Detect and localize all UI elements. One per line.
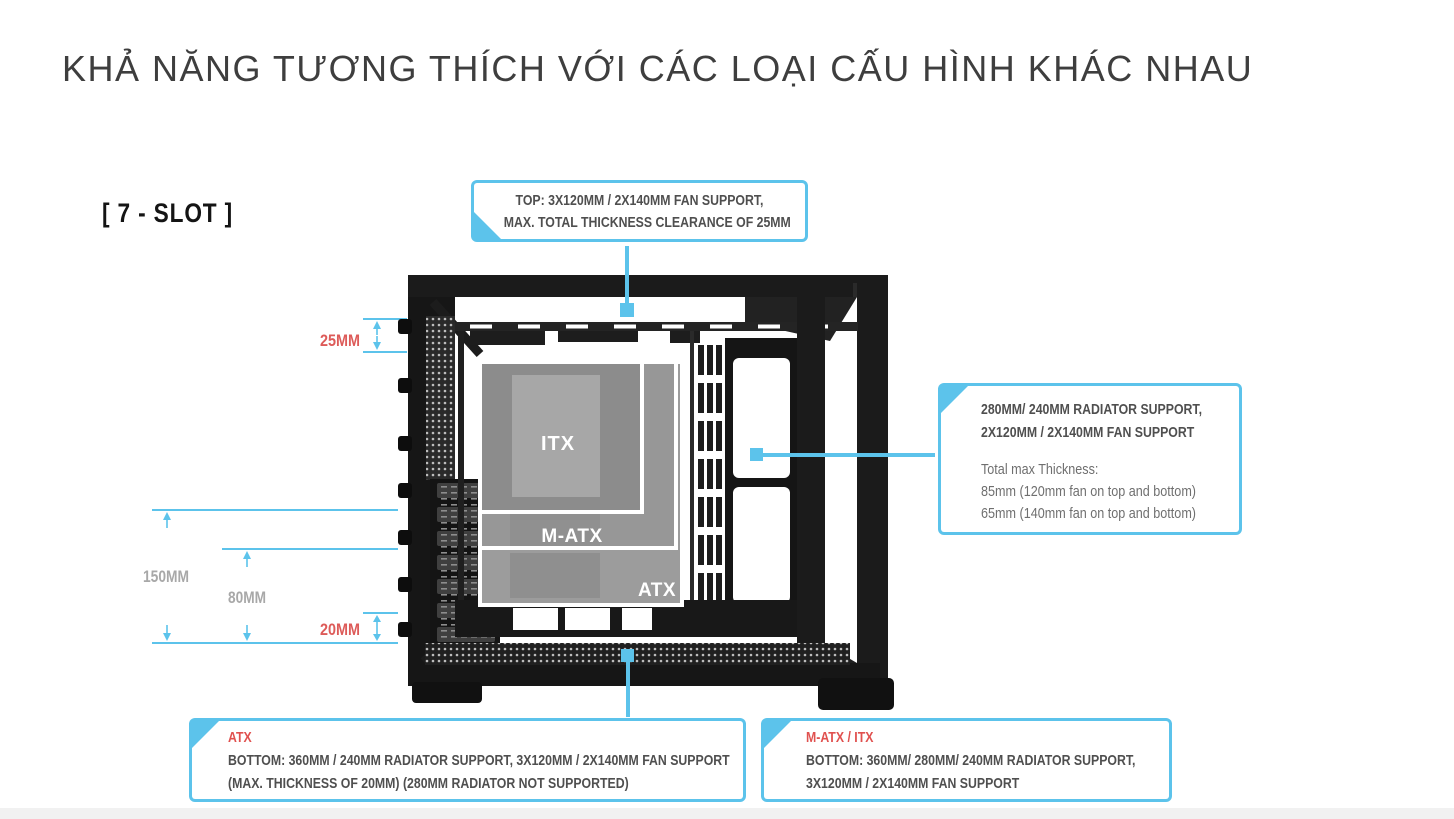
dimension-label-80mm: 80MM — [228, 588, 266, 607]
board-label-atx: ATX — [638, 580, 676, 601]
callout-right-line2: 2X120MM / 2X140MM FAN SUPPORT — [981, 424, 1195, 441]
dimension-label-150mm: 150MM — [143, 567, 189, 586]
board-label-matx: M-ATX — [541, 526, 602, 547]
callout-bottom-right-header: M-ATX / ITX — [806, 729, 874, 746]
callout-right-sub1: 85mm (120mm fan on top and bottom) — [981, 483, 1197, 500]
callout-right-sub2: 65mm (140mm fan on top and bottom) — [981, 505, 1197, 522]
board-label-itx: ITX — [541, 433, 575, 455]
dimension-label-20mm: 20MM — [320, 620, 360, 639]
callout-bottom-left-header: ATX — [228, 729, 252, 746]
page-title: KHẢ NĂNG TƯƠNG THÍCH VỚI CÁC LOẠI CẤU HÌ… — [62, 48, 1254, 89]
page-bottom-band — [0, 808, 1454, 819]
callout-bottom-right-line1: BOTTOM: 360MM/ 280MM/ 240MM RADIATOR SUP… — [806, 752, 1136, 769]
case-frame — [398, 275, 894, 710]
callout-connectors — [620, 246, 935, 717]
pc-case-diagram: 25MM 150MM 80MM 20MM — [143, 246, 935, 717]
callout-right-subtitle: Total max Thickness: — [981, 461, 1099, 478]
callout-top-line2: MAX. TOTAL THICKNESS CLEARANCE OF 25MM — [503, 214, 791, 231]
dimension-arrows — [163, 321, 381, 641]
callout-right-line1: 280MM/ 240MM RADIATOR SUPPORT, — [981, 401, 1202, 418]
callout-bottom-left-inner — [192, 721, 743, 799]
callout-bottom-right-line2: 3X120MM / 2X140MM FAN SUPPORT — [806, 775, 1020, 792]
callout-bottom-matx-itx: M-ATX / ITX BOTTOM: 360MM/ 280MM/ 240MM … — [761, 718, 1172, 802]
callout-top-fan-support: TOP: 3X120MM / 2X140MM FAN SUPPORT, MAX.… — [471, 180, 808, 242]
slot-count-label: [ 7 - SLOT ] — [102, 198, 234, 228]
callout-bottom-atx: ATX BOTTOM: 360MM / 240MM RADIATOR SUPPO… — [189, 718, 746, 802]
callout-right-inner — [941, 386, 1239, 532]
callout-bottom-left-line2: (MAX. THICKNESS OF 20MM) (280MM RADIATOR… — [228, 775, 629, 792]
motherboard-compatibility-overlay: ITX M-ATX ATX — [478, 360, 684, 607]
callout-top-inner — [474, 183, 805, 239]
callout-side-radiator-support: 280MM/ 240MM RADIATOR SUPPORT, 2X120MM /… — [938, 383, 1242, 535]
callout-bottom-left-line1: BOTTOM: 360MM / 240MM RADIATOR SUPPORT, … — [228, 752, 730, 769]
dimension-label-25mm: 25MM — [320, 331, 360, 350]
callout-top-line1: TOP: 3X120MM / 2X140MM FAN SUPPORT, — [515, 192, 764, 209]
callout-bottom-right-inner — [764, 721, 1169, 799]
dimension-lines — [152, 318, 407, 644]
